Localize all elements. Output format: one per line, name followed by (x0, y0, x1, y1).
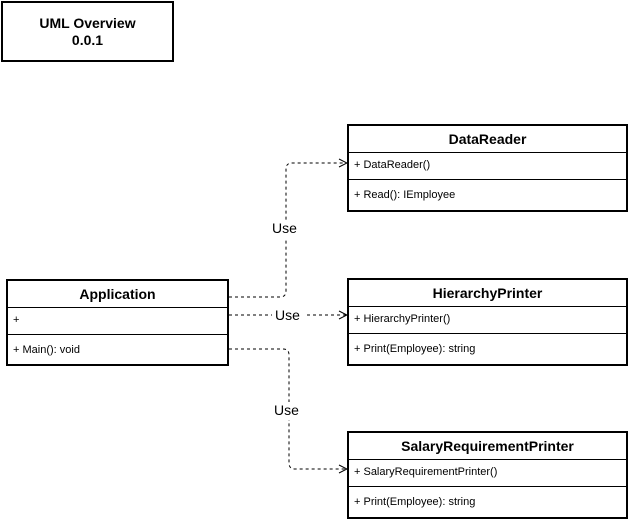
class-salaryrequirementprinter[interactable]: SalaryRequirementPrinter + SalaryRequire… (347, 431, 628, 519)
class-method: + Print(Employee): string (349, 486, 626, 518)
class-method: + Print(Employee): string (349, 333, 626, 365)
class-method: + Main(): void (8, 334, 227, 365)
class-attribute: + DataReader() (354, 159, 431, 171)
class-name: Application (8, 281, 227, 308)
class-attribute: + HierarchyPrinter() (354, 313, 451, 325)
class-attribute: + SalaryRequirementPrinter() (354, 466, 498, 478)
use-label: Use (274, 402, 299, 418)
class-name: HierarchyPrinter (349, 280, 626, 307)
class-application[interactable]: Application + + Main(): void (6, 279, 229, 366)
diagram-title: UML Overview (39, 14, 136, 31)
class-attribute: + (13, 314, 20, 326)
class-datareader[interactable]: DataReader + DataReader() + Read(): IEmp… (347, 124, 628, 212)
use-label: Use (272, 220, 297, 236)
class-hierarchyprinter[interactable]: HierarchyPrinter + HierarchyPrinter() + … (347, 278, 628, 366)
class-name: SalaryRequirementPrinter (349, 433, 626, 460)
diagram-version: 0.0.1 (71, 31, 104, 48)
use-connector-salaryprinter (229, 348, 347, 469)
class-method: + Read(): IEmployee (349, 179, 626, 211)
class-name: DataReader (349, 126, 626, 153)
use-label: Use (275, 307, 300, 323)
diagram-title-box: UML Overview 0.0.1 (1, 1, 174, 62)
